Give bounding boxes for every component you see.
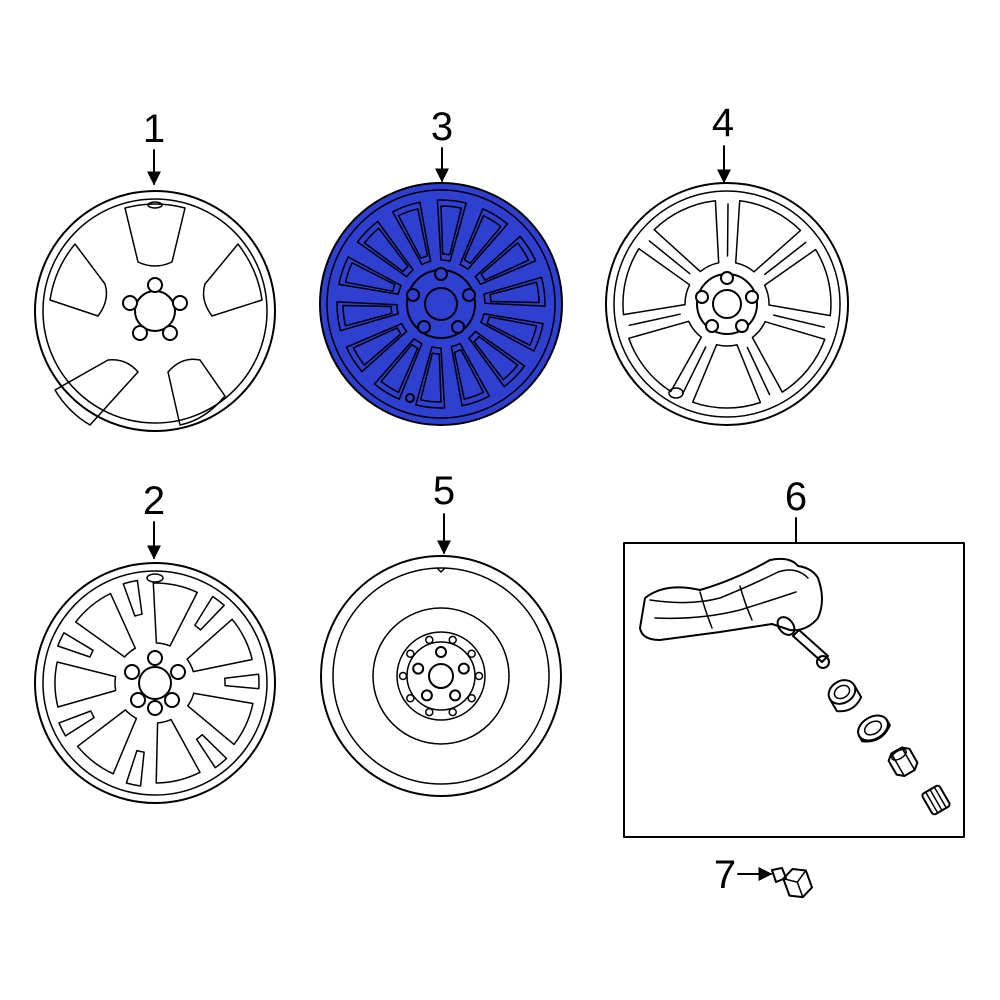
callout-label-5: 5 bbox=[433, 469, 455, 513]
wheel-part-4[interactable]: 4 bbox=[605, 101, 849, 426]
tpms-sensor-drawing bbox=[639, 557, 951, 816]
wheel-drawing-4 bbox=[605, 182, 849, 426]
wheel-part-2[interactable]: 2 bbox=[34, 479, 276, 804]
kit-box-frame bbox=[623, 542, 965, 838]
wheel-drawing-5 bbox=[320, 555, 562, 797]
lug-nut-part-7[interactable]: 7 bbox=[714, 853, 814, 901]
wheel-part-3[interactable]: 3 bbox=[319, 105, 563, 426]
callout-label-4: 4 bbox=[712, 101, 734, 145]
tpms-sensor-kit-part-6[interactable]: 6 bbox=[623, 475, 965, 838]
callout-label-3: 3 bbox=[431, 105, 453, 149]
callout-label-7: 7 bbox=[714, 853, 736, 897]
wheel-drawing-2 bbox=[34, 562, 276, 804]
wheel-drawing-1 bbox=[34, 190, 276, 432]
callout-label-6: 6 bbox=[785, 475, 807, 519]
callout-label-1: 1 bbox=[143, 107, 165, 151]
lug-nut-drawing bbox=[771, 867, 814, 899]
callout-label-2: 2 bbox=[143, 479, 165, 523]
wheel-part-5[interactable]: 5 bbox=[320, 469, 562, 797]
wheel-drawing-3 bbox=[319, 182, 563, 426]
wheel-part-1[interactable]: 1 bbox=[34, 107, 276, 432]
